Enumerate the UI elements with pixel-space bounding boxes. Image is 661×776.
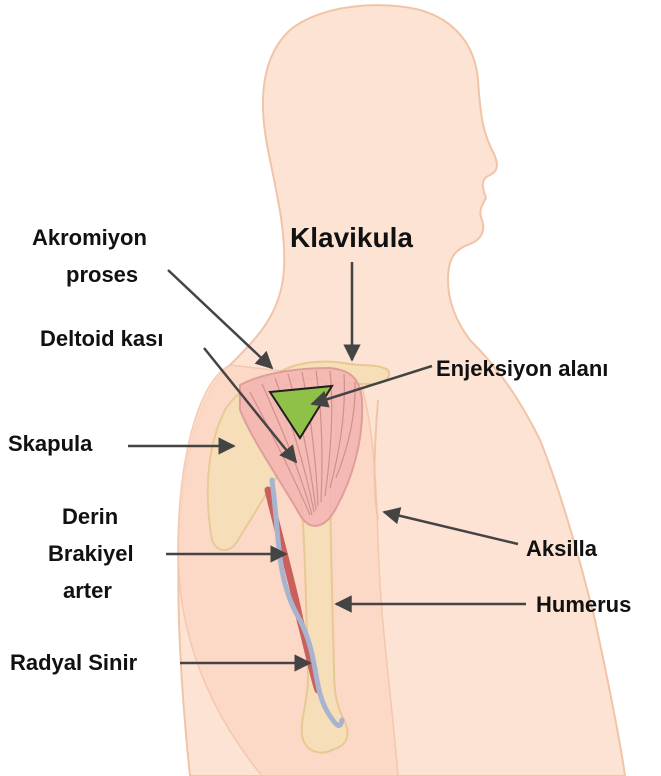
label-akromiyon-line2: proses: [66, 262, 138, 288]
label-humerus: Humerus: [536, 592, 631, 618]
label-skapula: Skapula: [8, 431, 92, 457]
label-derin-line3: arter: [63, 578, 112, 604]
label-derin-line1: Derin: [62, 504, 118, 530]
label-radyal: Radyal Sinir: [10, 650, 137, 676]
label-aksilla: Aksilla: [526, 536, 597, 562]
label-derin-line2: Brakiyel: [48, 541, 134, 567]
arrow-akromiyon: [168, 270, 272, 368]
label-klavikula: Klavikula: [290, 222, 413, 254]
label-deltoid: Deltoid kası: [40, 326, 163, 352]
label-akromiyon-line1: Akromiyon: [32, 225, 147, 251]
label-enjeksiyon: Enjeksiyon alanı: [436, 356, 608, 382]
